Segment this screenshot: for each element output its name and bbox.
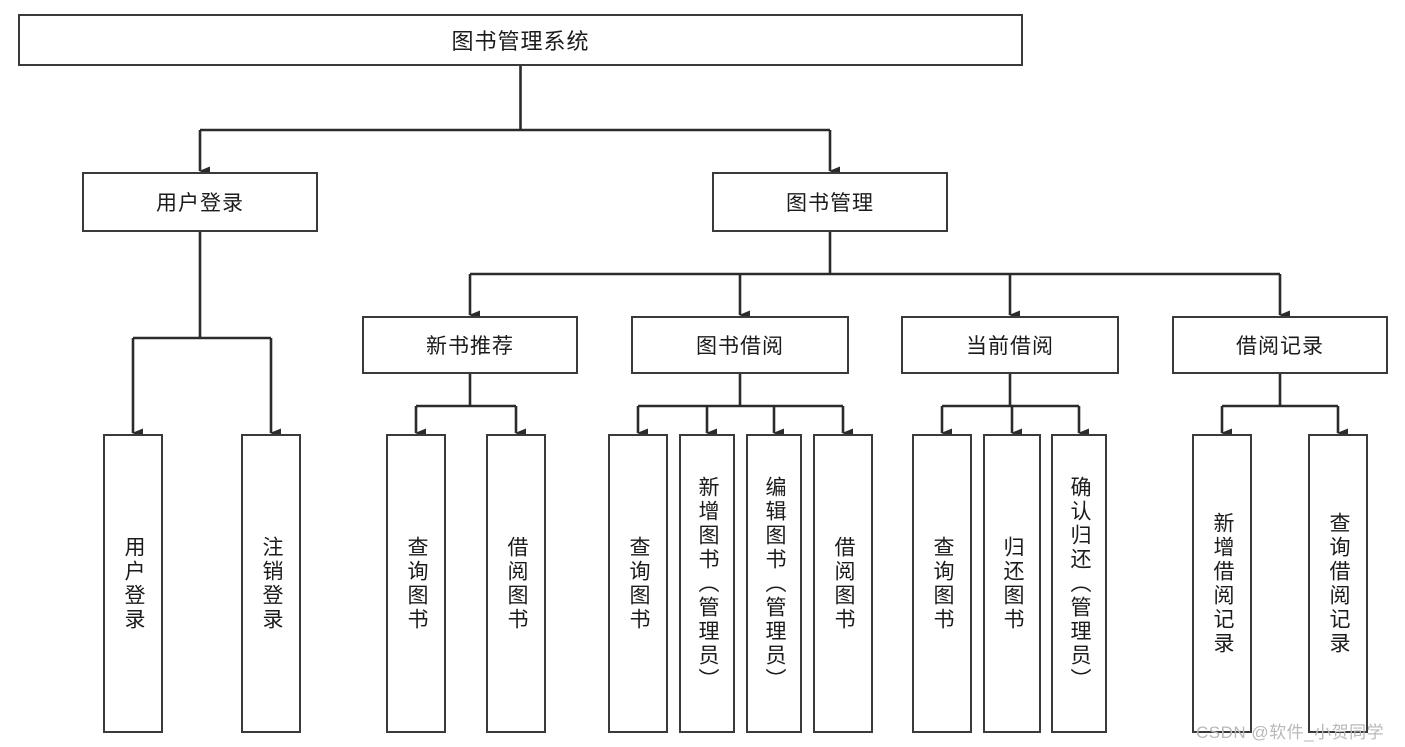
leaf-query-book-recommend[interactable]: 查询图书	[386, 434, 446, 733]
leaf-add-book-admin[interactable]: 新增图书（管理员）	[679, 434, 735, 733]
node-current-borrow[interactable]: 当前借阅	[901, 316, 1119, 374]
leaf-return-book[interactable]: 归还图书	[983, 434, 1041, 733]
leaf-user-logout[interactable]: 注销登录	[241, 434, 301, 733]
leaf-add-borrow-record[interactable]: 新增借阅记录	[1192, 434, 1252, 733]
leaf-edit-book-admin[interactable]: 编辑图书（管理员）	[746, 434, 802, 733]
leaf-borrow-book-recommend[interactable]: 借阅图书	[486, 434, 546, 733]
leaf-query-book-borrow[interactable]: 查询图书	[608, 434, 668, 733]
watermark-text: CSDN @软件_小贺同学	[1196, 723, 1385, 742]
leaf-query-book-current[interactable]: 查询图书	[912, 434, 972, 733]
node-book-management[interactable]: 图书管理	[712, 172, 948, 232]
leaf-user-login[interactable]: 用户登录	[103, 434, 163, 733]
node-book-borrow[interactable]: 图书借阅	[631, 316, 849, 374]
leaf-query-borrow-record[interactable]: 查询借阅记录	[1308, 434, 1368, 733]
node-new-book-recommend[interactable]: 新书推荐	[362, 316, 578, 374]
leaf-confirm-return-admin[interactable]: 确认归还（管理员）	[1051, 434, 1107, 733]
leaf-borrow-book[interactable]: 借阅图书	[813, 434, 873, 733]
node-borrow-record[interactable]: 借阅记录	[1172, 316, 1388, 374]
node-root[interactable]: 图书管理系统	[18, 14, 1023, 66]
node-user-login[interactable]: 用户登录	[82, 172, 318, 232]
